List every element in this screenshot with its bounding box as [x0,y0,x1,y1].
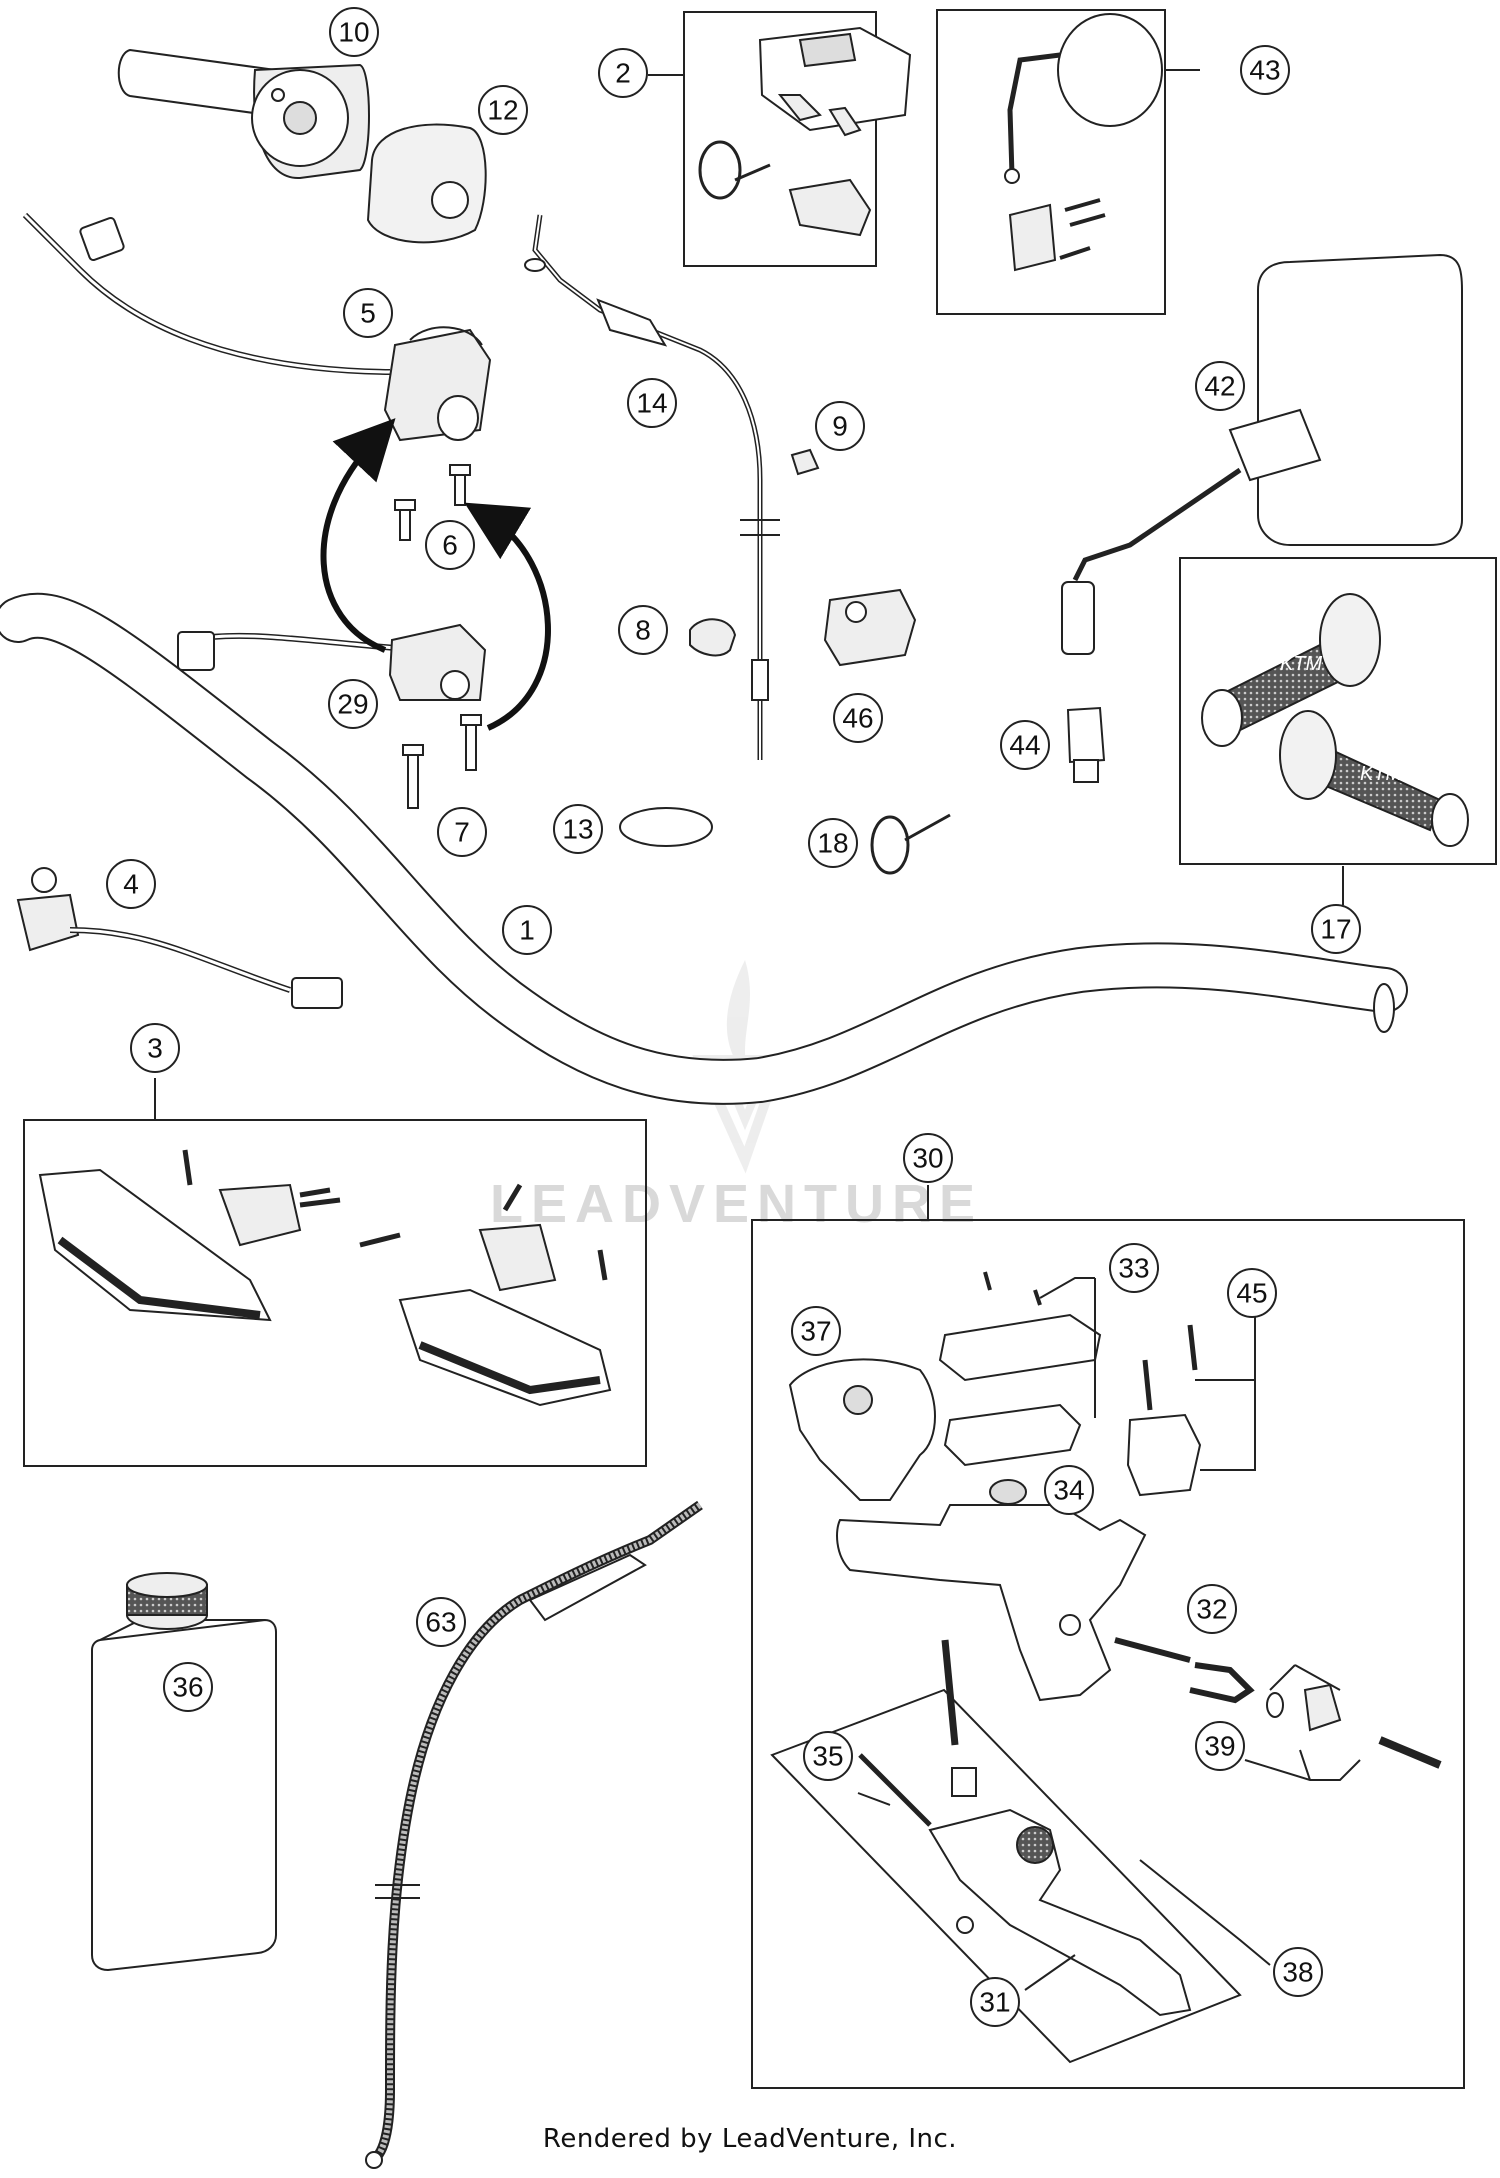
svg-text:2: 2 [615,58,631,89]
svg-text:63: 63 [425,1607,456,1638]
callout-35: 35 [803,1731,853,1781]
clutch-hose [365,1500,703,2169]
svg-text:18: 18 [817,828,848,859]
svg-text:32: 32 [1196,1594,1227,1625]
kill-switch [177,623,487,701]
callout-10: 10 [329,7,379,57]
svg-text:1: 1 [519,915,535,946]
small-parts-8-9-46 [689,448,917,667]
mirror-kit [936,9,1166,315]
callout-34: 34 [1044,1465,1094,1515]
brake-light-switch [16,867,343,1009]
callout-30: 30 [903,1133,953,1183]
callout-8: 8 [618,605,668,655]
leader-lines [154,69,1361,1991]
switch-housing [22,212,492,442]
svg-text:3: 3 [147,1033,163,1064]
choke-cable [524,214,780,760]
callout-39: 39 [1195,1721,1245,1771]
o-ring [619,807,713,847]
throttle-cover [366,123,487,244]
clutch-master-cylinder-kit [751,1219,1465,2089]
fluid-bottle [91,1572,277,1972]
svg-text:29: 29 [337,689,368,720]
callout-3: 3 [130,1023,180,1073]
callout-46: 46 [833,693,883,743]
callout-9: 9 [815,401,865,451]
callout-17: 17 [1311,904,1361,954]
render-credit: Rendered by LeadVenture, Inc. [542,2124,958,2154]
svg-text:4: 4 [123,869,139,900]
callout-43: 43 [1240,45,1290,95]
svg-text:7: 7 [454,817,470,848]
screws-6-7 [394,464,482,809]
callout-12: 12 [478,85,528,135]
svg-text:46: 46 [842,703,873,734]
mirror [1061,253,1463,655]
callout-31: 31 [970,1977,1020,2027]
svg-text:36: 36 [172,1672,203,1703]
callout-18: 18 [808,818,858,868]
svg-text:45: 45 [1236,1278,1267,1309]
svg-text:39: 39 [1204,1731,1235,1762]
svg-text:17: 17 [1320,914,1351,945]
cable-tie [870,813,951,875]
svg-text:37: 37 [800,1316,831,1347]
svg-text:6: 6 [442,530,458,561]
svg-text:13: 13 [562,814,593,845]
callout-5: 5 [343,288,393,338]
callout-4: 4 [106,859,156,909]
svg-text:31: 31 [979,1987,1010,2018]
callout-7: 7 [437,807,487,857]
callout-32: 32 [1187,1584,1237,1634]
callout-6: 6 [425,520,475,570]
callout-37: 37 [791,1306,841,1356]
grip-set: KTM KTM [1179,557,1497,865]
callout-45: 45 [1227,1268,1277,1318]
mirror-adapter [1066,706,1106,783]
callout-33: 33 [1109,1243,1159,1293]
svg-text:44: 44 [1009,730,1040,761]
svg-text:42: 42 [1204,371,1235,402]
callout-44: 44 [1000,720,1050,770]
svg-text:30: 30 [912,1143,943,1174]
svg-text:14: 14 [636,388,667,419]
svg-text:9: 9 [832,411,848,442]
svg-text:12: 12 [487,95,518,126]
callout-63: 63 [416,1597,466,1647]
svg-text:35: 35 [812,1741,843,1772]
assembly-arrows [320,418,551,731]
callout-2: 2 [598,48,648,98]
handlebar [0,592,1408,1105]
callout-36: 36 [163,1662,213,1712]
callout-42: 42 [1195,361,1245,411]
svg-text:43: 43 [1249,55,1280,86]
callout-14: 14 [627,378,677,428]
callout-13: 13 [553,804,603,854]
watermark-text: LEADVENTURE [490,1174,983,1234]
svg-text:8: 8 [635,615,651,646]
handguard-kit [23,1119,647,1467]
svg-text:10: 10 [338,17,369,48]
callout-38: 38 [1273,1947,1323,1997]
svg-text:34: 34 [1053,1475,1084,1506]
svg-text:5: 5 [360,298,376,329]
cable-holder-kit [683,11,912,267]
svg-text:33: 33 [1118,1253,1149,1284]
grip-logo-bottom: KTM [1360,763,1403,785]
throttle-grip [117,48,370,180]
grip-logo-top: KTM [1280,653,1323,675]
callout-1: 1 [502,905,552,955]
svg-text:38: 38 [1282,1957,1313,1988]
callout-29: 29 [328,679,378,729]
